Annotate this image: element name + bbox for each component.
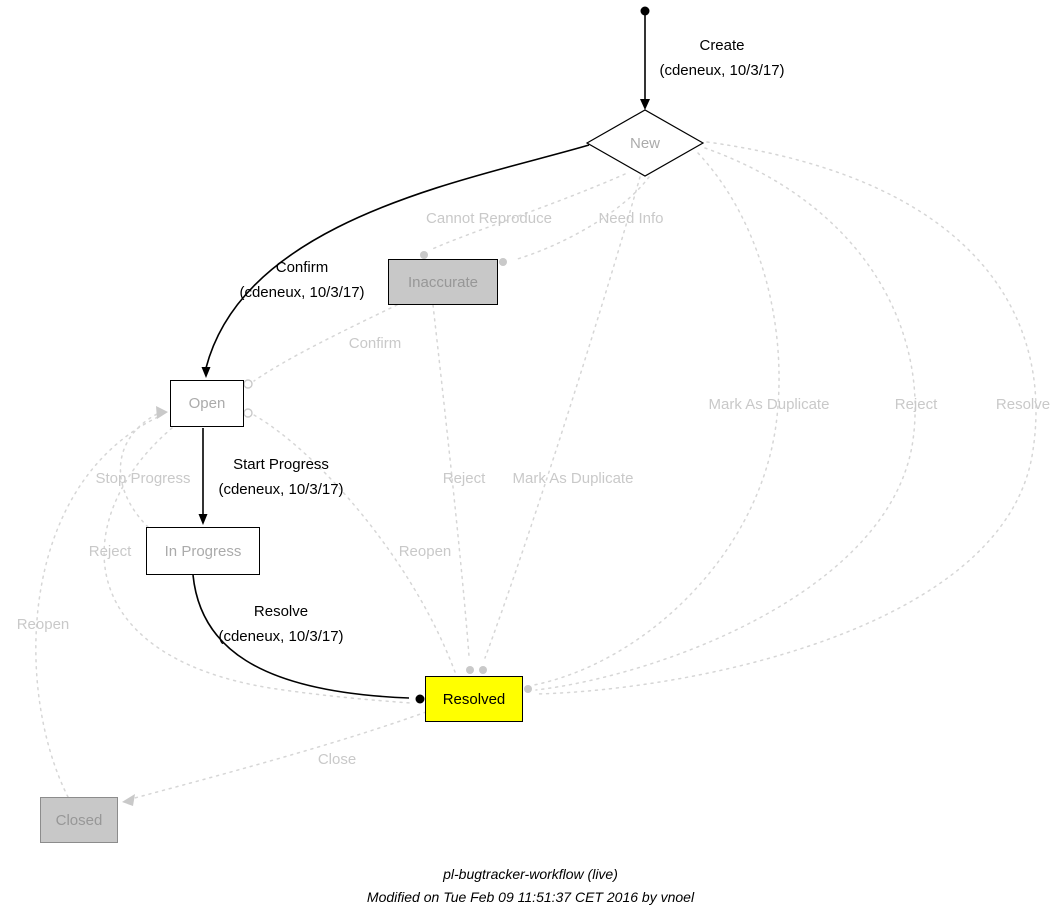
edge-label-reopen-resolved: Reopen bbox=[398, 543, 452, 560]
endpoint-dot-mark-as-duplicate-mid bbox=[479, 666, 487, 674]
state-resolved-label: Resolved bbox=[442, 690, 506, 708]
edge-label-close: Close bbox=[317, 751, 357, 768]
edge-label-resolve: Resolve (cdeneux, 10/3/17) bbox=[218, 599, 343, 649]
state-new-label: New bbox=[629, 134, 660, 152]
edge-label-reject-new: Reject bbox=[894, 396, 938, 413]
endpoint-circle-reopen-resolved bbox=[243, 408, 253, 418]
edge-confirm-inactive-line bbox=[253, 304, 398, 382]
edge-label-create-name: Create bbox=[699, 37, 745, 54]
edge-label-confirm-inactive: Confirm bbox=[348, 335, 402, 352]
arrowhead-stop-progress bbox=[156, 406, 168, 419]
edge-label-confirm-name: Confirm bbox=[275, 259, 329, 276]
edge-label-start-progress-name: Start Progress bbox=[233, 456, 329, 473]
edge-label-resolve-name: Resolve bbox=[253, 603, 309, 620]
arrowhead-create bbox=[640, 99, 650, 110]
state-open[interactable]: Open bbox=[170, 380, 244, 427]
edge-label-reject-left: Reject bbox=[88, 543, 132, 560]
edge-label-confirm: Confirm (cdeneux, 10/3/17) bbox=[239, 255, 364, 305]
edge-resolve-new-line bbox=[536, 141, 1037, 695]
edge-close-line bbox=[130, 711, 427, 800]
edge-reopen-closed-line bbox=[35, 416, 159, 798]
endpoint-dot-need-info bbox=[499, 258, 507, 266]
edge-label-need-info: Need Info bbox=[598, 210, 664, 227]
edge-label-start-progress: Start Progress (cdeneux, 10/3/17) bbox=[218, 452, 343, 502]
edge-label-create: Create (cdeneux, 10/3/17) bbox=[659, 33, 784, 83]
edge-mark-as-duplicate-new-line bbox=[533, 152, 780, 686]
edge-mark-as-duplicate-mid-line bbox=[484, 176, 641, 659]
state-inaccurate-label: Inaccurate bbox=[407, 273, 479, 291]
edge-label-resolve-annotation: (cdeneux, 10/3/17) bbox=[218, 628, 344, 645]
edge-resolve-line bbox=[192, 574, 410, 699]
state-resolved[interactable]: Resolved bbox=[425, 676, 523, 722]
state-closed-label: Closed bbox=[55, 811, 103, 829]
edge-label-stop-progress: Stop Progress bbox=[95, 470, 191, 487]
edge-label-start-progress-annotation: (cdeneux, 10/3/17) bbox=[218, 481, 344, 498]
edge-label-create-annotation: (cdeneux, 10/3/17) bbox=[659, 62, 785, 79]
state-new[interactable]: New bbox=[587, 110, 703, 176]
edge-label-mark-as-duplicate-new: Mark As Duplicate bbox=[708, 396, 830, 413]
edge-label-resolve-new: Resolve bbox=[995, 396, 1051, 413]
arrowhead-confirm bbox=[201, 367, 211, 378]
edge-label-confirm-annotation: (cdeneux, 10/3/17) bbox=[239, 284, 365, 301]
edge-cannot-reproduce-line bbox=[429, 173, 626, 251]
initial-state-dot bbox=[640, 6, 650, 16]
endpoint-dot-reject-mid bbox=[466, 666, 474, 674]
edge-reopen-resolved-line bbox=[253, 414, 456, 673]
footer-modified: Modified on Tue Feb 09 11:51:37 CET 2016… bbox=[366, 889, 695, 905]
arrowdot-resolve bbox=[415, 694, 425, 704]
state-in-progress[interactable]: In Progress bbox=[146, 527, 260, 575]
state-inaccurate[interactable]: Inaccurate bbox=[388, 259, 498, 305]
edge-confirm-line bbox=[205, 144, 590, 369]
edge-need-info-line bbox=[513, 176, 650, 261]
state-closed[interactable]: Closed bbox=[40, 797, 118, 843]
footer-title: pl-bugtracker-workflow (live) bbox=[443, 866, 618, 882]
edge-label-cannot-reproduce: Cannot Reproduce bbox=[426, 210, 552, 227]
edge-reject-new-line bbox=[535, 147, 916, 691]
edge-label-reopen-closed: Reopen bbox=[16, 616, 70, 633]
state-new-shape bbox=[585, 109, 705, 177]
edge-label-reject-mid: Reject bbox=[442, 470, 486, 487]
arrowhead-start-progress bbox=[198, 514, 208, 525]
edge-label-mark-as-duplicate-mid: Mark As Duplicate bbox=[512, 470, 634, 487]
endpoint-dot-cannot-reproduce bbox=[420, 251, 428, 259]
edge-stop-progress-line bbox=[119, 413, 158, 528]
state-open-label: Open bbox=[188, 395, 226, 412]
endpoint-circle-confirm-inactive bbox=[243, 379, 253, 389]
endpoint-dot-from-new bbox=[524, 685, 532, 693]
state-in-progress-label: In Progress bbox=[164, 542, 242, 560]
arrowhead-close bbox=[122, 794, 135, 806]
